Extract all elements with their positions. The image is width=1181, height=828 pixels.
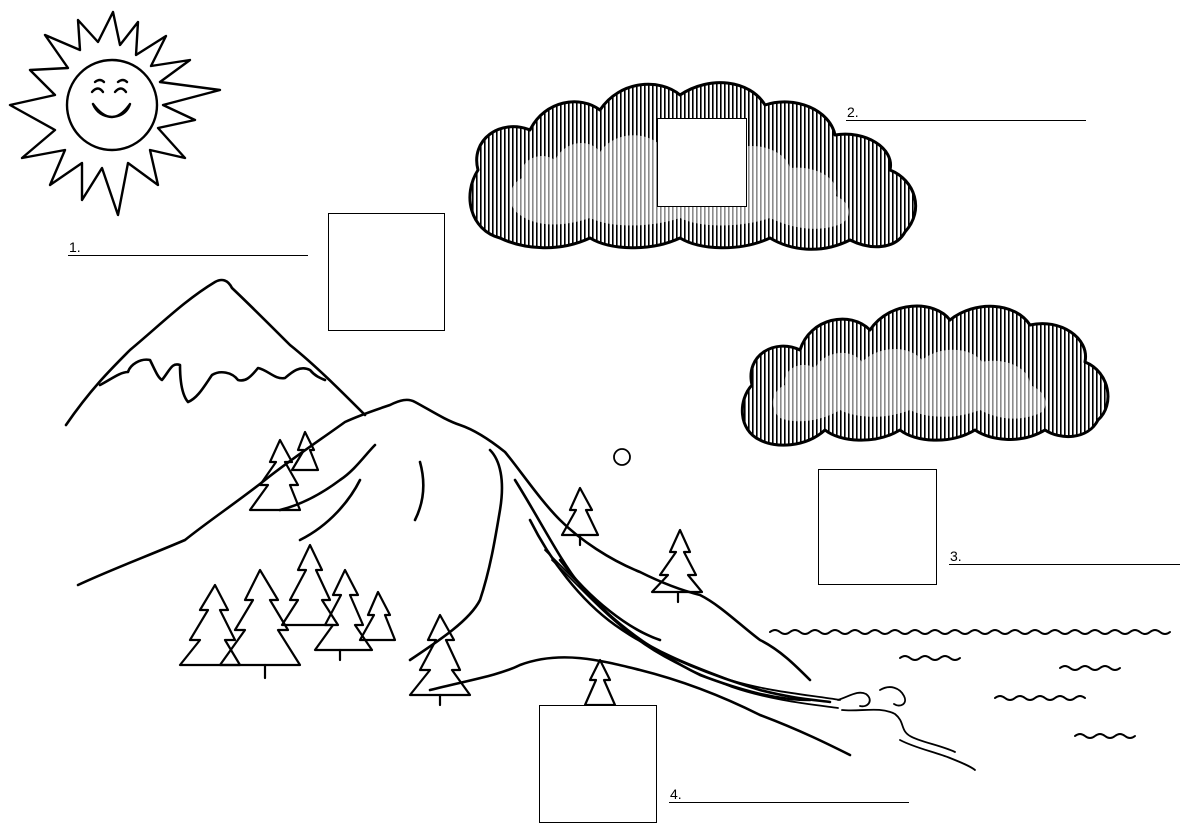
label-4[interactable]: 4. [669, 786, 909, 803]
lake-icon [770, 630, 1170, 738]
mountain-icon [66, 280, 365, 425]
answer-box-2[interactable] [657, 118, 747, 207]
cloud-icon [742, 306, 1108, 445]
circle-marker-icon [614, 449, 630, 465]
answer-box-3[interactable] [818, 469, 937, 585]
answer-box-4[interactable] [539, 705, 657, 823]
label-3[interactable]: 3. [949, 548, 1180, 565]
label-2[interactable]: 2. [846, 104, 1086, 121]
pine-tree-icon [180, 432, 702, 705]
answer-box-1[interactable] [328, 213, 445, 331]
mountain-icon [78, 400, 850, 755]
sun-icon [10, 12, 220, 215]
label-1[interactable]: 1. [68, 239, 308, 256]
